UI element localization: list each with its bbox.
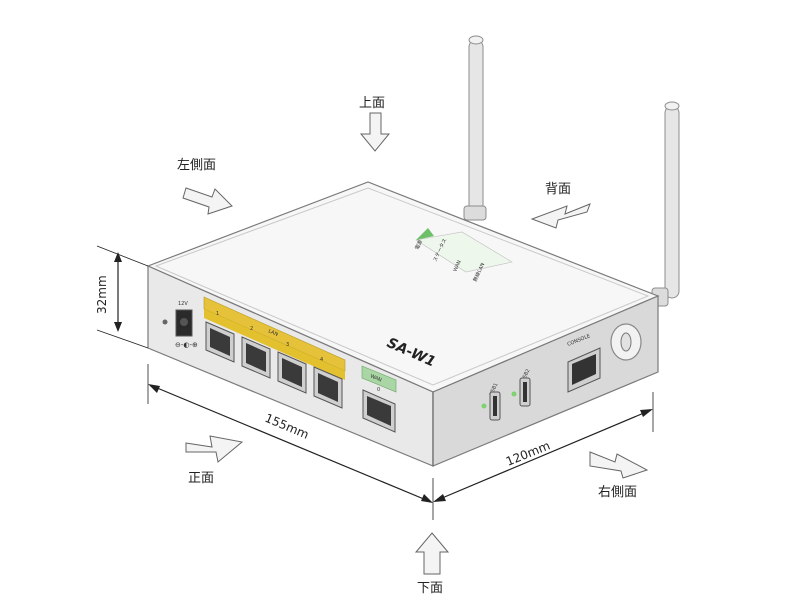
view-label-top: 上面 <box>359 96 385 111</box>
usb1-port <box>481 391 501 421</box>
usb2-port <box>511 377 531 407</box>
wan-port <box>362 389 396 433</box>
view-label-front: 正面 <box>188 471 214 486</box>
lan-port-4 <box>313 366 343 409</box>
lan-label: LAN <box>267 328 279 338</box>
usb2-label: USB2 <box>520 368 531 383</box>
lan-port-1 <box>205 321 235 363</box>
lock-slot-icon <box>610 323 642 361</box>
port-number-1: 1 <box>216 311 219 317</box>
width-dimension <box>147 364 434 520</box>
depth-dimension-label: 120mm <box>504 438 552 468</box>
port-number-2: 2 <box>250 326 253 332</box>
view-label-back: 背面 <box>545 182 571 197</box>
lan-port-2 <box>241 336 271 379</box>
view-arrow-bottom <box>414 532 450 575</box>
usb1-label: USB1 <box>488 382 499 397</box>
led-label-wan: WAN <box>452 259 463 272</box>
port-number-3: 3 <box>286 342 289 348</box>
lan-port-3 <box>277 351 307 394</box>
view-label-bottom: 下面 <box>417 581 443 596</box>
width-dimension-label: 155mm <box>263 411 311 442</box>
lan-port-group <box>203 296 346 380</box>
port-number-0: 0 <box>377 387 380 393</box>
height-dimension <box>96 245 149 349</box>
led-label-power: 電源 <box>413 239 424 251</box>
wan-port-group <box>361 365 397 393</box>
height-dimension-label: 32mm <box>95 275 109 314</box>
antenna-right <box>651 101 680 307</box>
view-label-left-side: 左側面 <box>177 158 216 173</box>
wan-label: WAN <box>369 373 382 383</box>
view-arrow-right-side <box>589 451 649 479</box>
console-port <box>567 347 601 393</box>
view-arrow-back <box>530 203 591 229</box>
view-arrow-left-side <box>182 187 233 215</box>
polarity-icon: ⊖-◐-⊕ <box>175 341 198 349</box>
power-label: 12V <box>178 301 188 307</box>
view-arrow-front <box>185 435 244 463</box>
view-arrow-top <box>359 112 391 152</box>
power-jack <box>162 309 193 337</box>
depth-dimension <box>433 392 654 502</box>
antenna-left <box>463 35 487 221</box>
status-led-panel <box>415 228 513 273</box>
view-label-right-side: 右側面 <box>598 485 637 500</box>
port-number-4: 4 <box>320 357 323 363</box>
